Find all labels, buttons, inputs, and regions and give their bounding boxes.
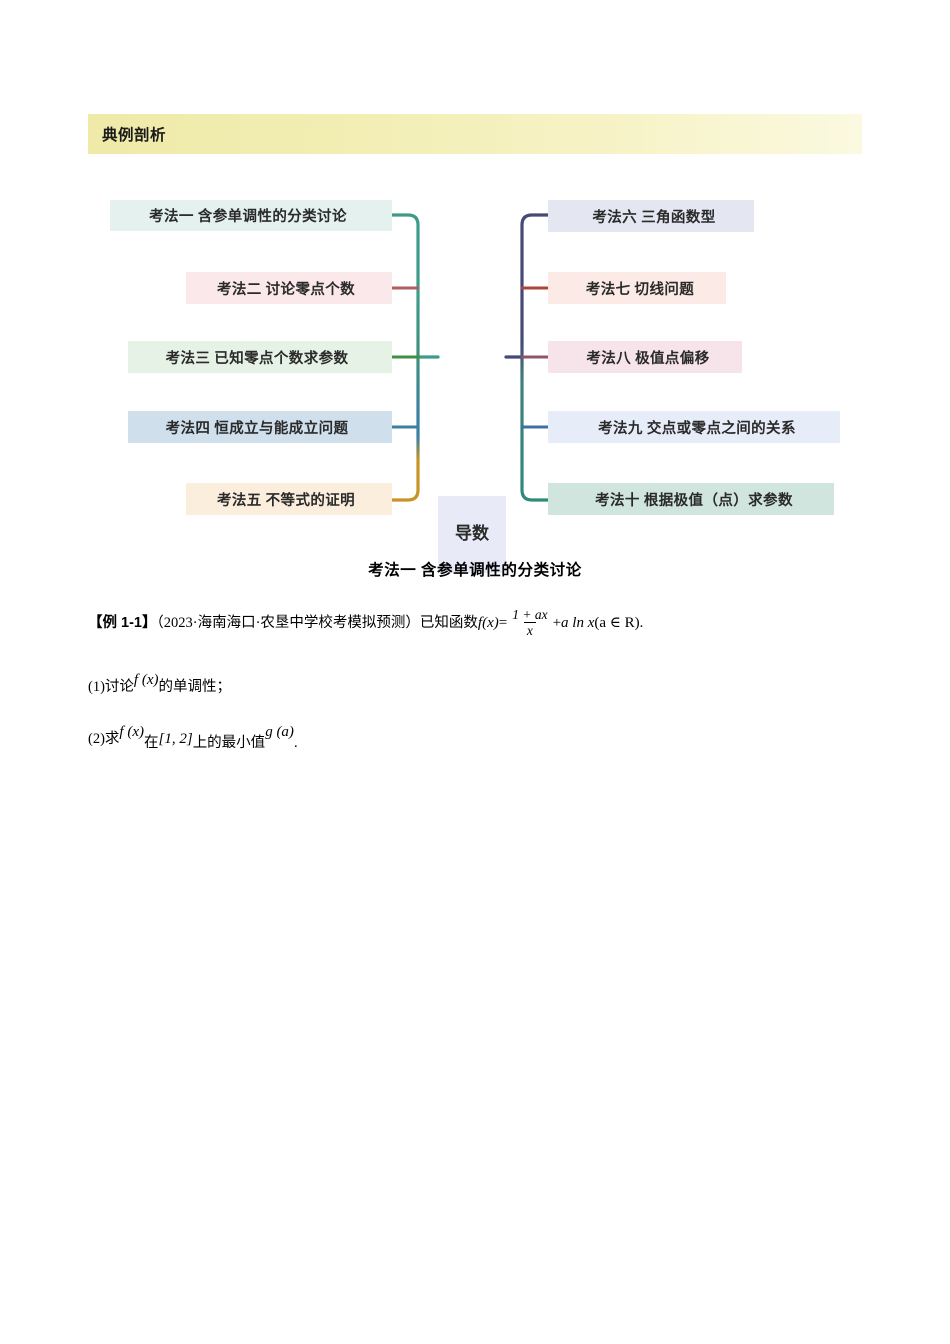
example-statement: 【例 1-1】（2023·海南海口·农垦中学校考模拟预测）已知函数f(x)=1 … [88, 607, 868, 639]
mindmap-node-right-3-label: 考法八 极值点偏移 [586, 350, 710, 367]
mindmap-node-right-5[interactable]: 考法十 根据极值（点）求参数 [548, 483, 834, 515]
formula-f: f [477, 615, 483, 632]
example-subquestion-2: (2)求f (x)在[1, 2]上的最小值g (a). [88, 724, 868, 751]
mindmap-node-left-5-label: 考法五 不等式的证明 [216, 492, 356, 509]
mindmap-node-right-2-label: 考法七 切线问题 [585, 281, 695, 298]
mindmap-node-right-1[interactable]: 考法六 三角函数型 [548, 200, 754, 232]
subquestion-1-line: (1)讨论f (x)的单调性； [88, 672, 868, 699]
mindmap-node-right-4[interactable]: 考法九 交点或零点之间的关系 [548, 411, 840, 443]
mindmap-node-left-3[interactable]: 考法三 已知零点个数求参数 [128, 341, 392, 373]
mindmap: 考法一 含参单调性的分类讨论 考法二 讨论零点个数 考法三 已知零点个数求参数 … [0, 180, 950, 573]
mindmap-node-left-5[interactable]: 考法五 不等式的证明 [186, 483, 392, 515]
mindmap-node-right-1-label: 考法六 三角函数型 [592, 209, 716, 226]
example-label: 【例 1-1】 [88, 615, 157, 632]
example-period: . [639, 615, 644, 632]
mindmap-node-right-4-label: 考法九 交点或零点之间的关系 [598, 420, 796, 437]
formula-equals: = [498, 615, 508, 632]
mindmap-node-left-1[interactable]: 考法一 含参单调性的分类讨论 [110, 200, 392, 231]
mindmap-node-left-4-label: 考法四 恒成立与能成立问题 [165, 420, 349, 437]
example-subquestion-1: (1)讨论f (x)的单调性； [88, 672, 868, 699]
example-statement-line: 【例 1-1】（2023·海南海口·农垦中学校考模拟预测）已知函数f(x)=1 … [88, 607, 868, 639]
subquestion-2-verb: 求 [104, 731, 120, 747]
mindmap-node-left-1-label: 考法一 含参单调性的分类讨论 [149, 209, 347, 225]
mindmap-node-left-2[interactable]: 考法二 讨论零点个数 [186, 272, 392, 304]
subquestion-2-ga: g (a) [265, 724, 294, 740]
formula-fraction-denominator: x [523, 622, 536, 638]
mindmap-node-left-4[interactable]: 考法四 恒成立与能成立问题 [128, 411, 392, 443]
subquestion-2-interval: [1, 2] [158, 731, 193, 747]
mindmap-node-left-2-label: 考法二 讨论零点个数 [216, 281, 356, 298]
mindmap-center-node-label: 导数 [455, 524, 489, 544]
mindmap-node-right-3[interactable]: 考法八 极值点偏移 [548, 341, 742, 373]
formula-x-arg: (x) [482, 615, 499, 632]
mindmap-center-node[interactable]: 导数 [438, 496, 506, 573]
section-banner-title: 典例剖析 [102, 127, 167, 144]
example-lead: 已知函数 [419, 615, 478, 632]
subquestion-1-index: (1) [88, 679, 105, 695]
formula-a-ln-x: a ln x [561, 615, 595, 632]
subquestion-2-period: . [293, 735, 298, 751]
mindmap-node-right-5-label: 考法十 根据极值（点）求参数 [595, 492, 793, 509]
subquestion-1-tail: 的单调性； [158, 679, 232, 695]
formula-plus: + [552, 615, 562, 632]
formula-fraction-numerator: 1 + ax [512, 607, 548, 622]
subquestion-2-line: (2)求f (x)在[1, 2]上的最小值g (a). [88, 724, 868, 751]
mindmap-node-left-3-label: 考法三 已知零点个数求参数 [165, 350, 349, 367]
subquestion-2-mid: 上的最小值 [192, 735, 266, 751]
subquestion-1-verb: 讨论 [104, 679, 134, 695]
formula-condition: (a ∈ R) [594, 615, 640, 632]
subquestion-1-fx: f (x) [133, 672, 159, 688]
subquestion-2-fx: f (x) [119, 724, 144, 740]
section-heading: 考法一 含参单调性的分类讨论 [368, 562, 582, 579]
subquestion-2-index: (2) [88, 731, 105, 747]
section-banner: 典例剖析 [88, 114, 862, 154]
mindmap-connectors [390, 213, 550, 502]
example-source: （2023·海南海口·农垦中学校考模拟预测） [156, 615, 420, 632]
mindmap-node-right-2[interactable]: 考法七 切线问题 [548, 272, 726, 304]
subquestion-2-at: 在 [144, 735, 159, 751]
